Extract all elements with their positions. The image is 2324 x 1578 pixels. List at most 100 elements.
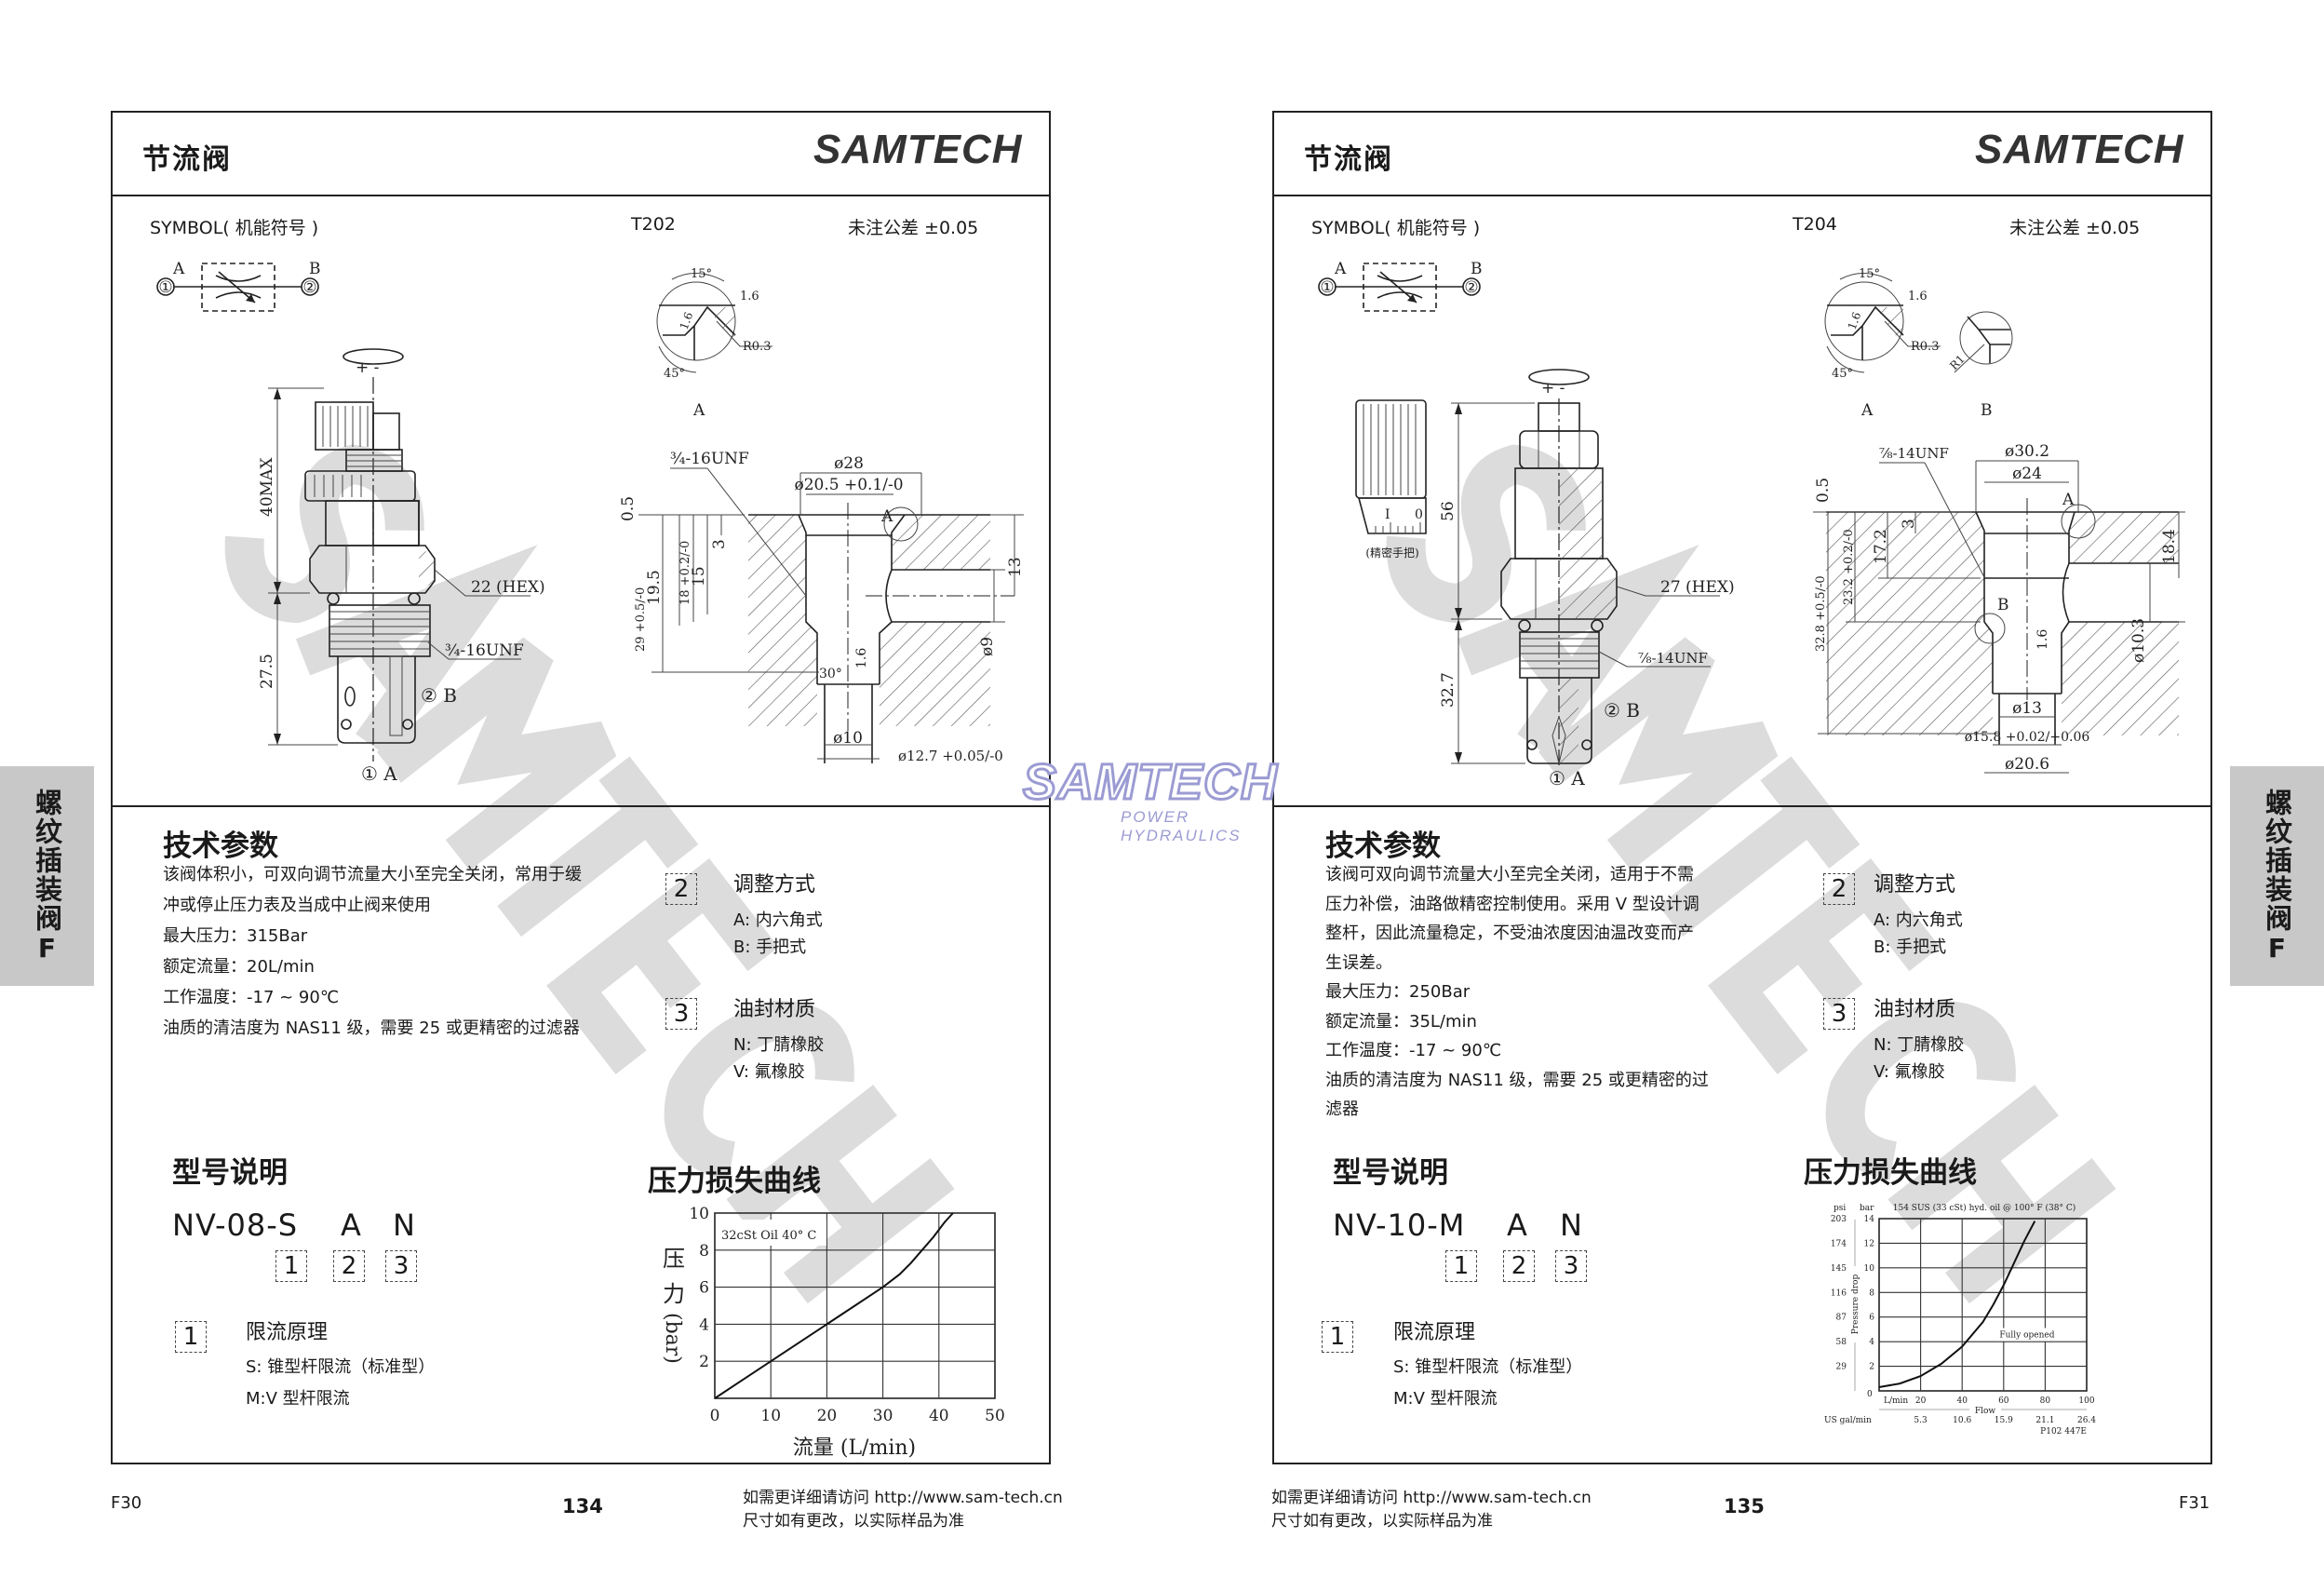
page-frame	[1272, 111, 2212, 1464]
tech-line: 生误差。	[1325, 952, 1392, 973]
seal-option: N: 丁腈橡胶	[1874, 1035, 1965, 1055]
cavity-detail-a-mark: A	[2062, 491, 2075, 509]
y-tick-label: 14	[1864, 1215, 1875, 1224]
detail-a-caption: A	[1861, 401, 1874, 420]
hex-size-label: 27 (HEX)	[1660, 578, 1735, 597]
x-tick-label: 40	[929, 1407, 949, 1425]
rotate-direction-label: + -	[1541, 379, 1565, 398]
data-curve	[1878, 1221, 2036, 1388]
x-tick-label: 50	[985, 1407, 1005, 1425]
y2-tick-label: 87	[1836, 1314, 1847, 1323]
detail-roughness-2: 1.6	[1846, 310, 1864, 331]
valve-cartridge-drawing: + - 40MAX 27.5	[258, 348, 545, 785]
tech-line: 滤器	[1325, 1099, 1359, 1119]
dim-lower-length: 27.5	[258, 654, 276, 689]
dim-lower-length: 32.7	[1439, 672, 1458, 708]
model-field-box: 2	[333, 1250, 365, 1282]
y-tick-label: 2	[1869, 1363, 1874, 1372]
x-tick-label: 40	[1956, 1396, 1968, 1406]
principle-title: 限流原理	[1393, 1321, 1476, 1344]
throttle-symbol: ① ② A B	[1318, 260, 1483, 312]
option-number-box: 2	[1823, 873, 1855, 905]
cavity-code: T204	[1793, 214, 1837, 235]
footer-disclaimer: 尺寸如有更改，以实际样品为准	[1271, 1512, 1493, 1531]
x2-tick-label: 10.6	[1953, 1416, 1971, 1425]
side-tab-left[interactable]: 螺纹插装阀 F	[0, 766, 94, 986]
cavity-dim-3: 3	[710, 539, 729, 549]
model-code-n: N	[393, 1207, 416, 1243]
side-tab-right[interactable]: 螺纹插装阀 F	[2230, 766, 2324, 986]
symbol-label: SYMBOL( 机能符号 )	[150, 218, 319, 238]
cavity-dim-32-8: 32.8 +0.5/-0	[1814, 575, 1828, 652]
side-tab-text: 螺纹插装阀	[31, 789, 63, 933]
tech-params-title: 技术参数	[1325, 829, 1441, 863]
port-1-label: ①	[1320, 278, 1334, 297]
cavity-dim-17-2: 17.2	[1872, 529, 1890, 564]
tolerance-note: 未注公差 ±0.05	[2009, 218, 2141, 238]
port-1-label: ①	[158, 278, 172, 297]
port-b-label: ② B	[421, 684, 457, 707]
knob-scale-i: I	[1385, 507, 1390, 522]
knob-caption: (精密手把)	[1365, 546, 1418, 560]
x2-tick-label: 5.3	[1914, 1416, 1928, 1425]
model-code-a: A	[1507, 1207, 1528, 1243]
tech-params-list: 该阀可双向调节流量大小至完全关闭，适用于不需 压力补偿，油路做精密控制使用。采用…	[1325, 866, 1709, 1130]
cavity-dia-20-5: ø20.5 +0.1/-0	[794, 476, 903, 494]
y-tick-label: 6	[1869, 1314, 1874, 1323]
principle-title: 限流原理	[246, 1321, 329, 1344]
y-tick-label: 10	[1864, 1264, 1875, 1274]
tech-line: 该阀可双向调节流量大小至完全关闭，适用于不需	[1325, 865, 1694, 884]
detail-a-drawing: 15° 1.6 1.6 R0.3 45° A	[1824, 267, 1941, 420]
detail-roughness-2: 1.6	[678, 310, 696, 331]
y-axis-label-char: 力	[663, 1281, 685, 1307]
y-tick-label: 4	[699, 1315, 709, 1334]
cavity-dim-29: 29 +0.5/-0	[634, 587, 648, 652]
cavity-dia-10-3: ø10.3	[2129, 618, 2148, 663]
tech-line: 最大压力：250Bar	[1325, 982, 1471, 1002]
seal-material-title: 油封材质	[733, 998, 816, 1021]
rotate-direction-label: + -	[356, 358, 379, 377]
cavity-dia-10: ø10	[833, 729, 863, 748]
y2-tick-label: 203	[1831, 1215, 1847, 1224]
detail-b-drawing: R1 B	[1947, 311, 2013, 420]
detail-roughness: 1.6	[1908, 290, 1928, 303]
center-logo-name: SAMTECH	[1022, 754, 1279, 810]
y-tick-label: 4	[1869, 1338, 1874, 1347]
port-2-label: ②	[302, 278, 316, 297]
header-divider	[113, 195, 1049, 196]
tech-line: 整杆，因此流量稳定，不受油浓度因油温改变而产	[1325, 924, 1694, 943]
thread-label: ¾-16UNF	[445, 641, 524, 660]
model-field-box: 3	[385, 1250, 417, 1282]
y2-tick-label: 116	[1831, 1288, 1847, 1298]
cavity-dim-13: 13	[1006, 557, 1025, 577]
x-tick-label: 60	[1998, 1396, 2009, 1406]
y2-unit-label: psi	[1834, 1204, 1846, 1213]
detail-radius: R0.3	[743, 340, 771, 354]
cavity-dim-18-4: 18.4	[2160, 529, 2179, 564]
dim-total-length: 40MAX	[258, 457, 276, 517]
side-tab-letter: F	[37, 933, 57, 964]
y2-tick-label: 174	[1831, 1239, 1847, 1248]
tech-line: 工作温度：-17 ~ 90℃	[1325, 1041, 1502, 1060]
thread-label: ⅞-14UNF	[1638, 650, 1708, 667]
tech-params-list: 该阀体积小，可双向调节流量大小至完全关闭，常用于缓 冲或停止压力表及当成中止阀来…	[163, 866, 582, 1050]
detail-angle-15: 15°	[1859, 267, 1880, 281]
x-tick-label: 10	[760, 1407, 781, 1425]
detail-b-caption: B	[1981, 401, 1993, 420]
y-tick-label: 2	[699, 1353, 709, 1371]
y2-tick-label: 145	[1831, 1264, 1847, 1274]
samtech-logo: SAMTECH	[1975, 127, 2184, 172]
side-tab-letter: F	[2267, 933, 2287, 964]
curve-label-bg	[1995, 1328, 2049, 1342]
model-code-n: N	[1560, 1207, 1583, 1243]
adjust-option: A: 内六角式	[1874, 910, 1963, 930]
y-axis-label-unit: (bar)	[661, 1313, 684, 1364]
symbol-b-label: B	[1471, 260, 1483, 278]
model-field-box: 2	[1503, 1250, 1535, 1282]
x-tick-label: 0	[710, 1407, 720, 1425]
detail-roughness: 1.6	[740, 290, 759, 303]
option-number-box: 1	[175, 1321, 207, 1353]
tech-line: 该阀体积小，可双向调节流量大小至完全关闭，常用于缓	[163, 865, 582, 884]
page-right: 节流阀 SAMTECH SYMBOL( 机能符号 ) T204 未注公差 ±0.…	[1162, 0, 2324, 1578]
